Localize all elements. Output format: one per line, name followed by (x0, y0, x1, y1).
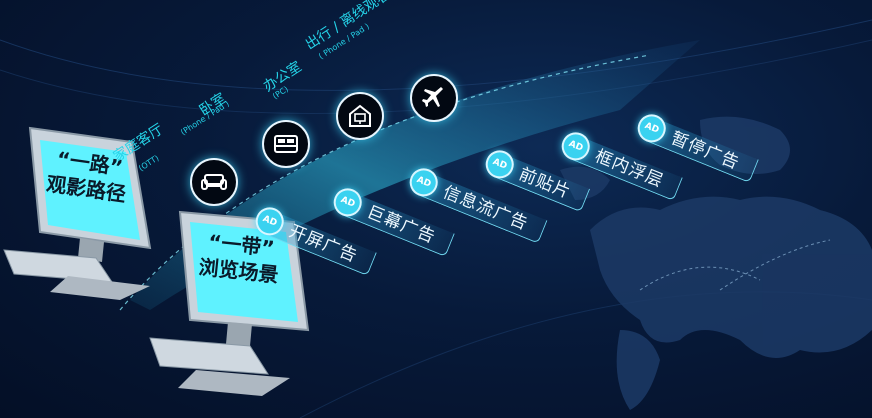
office-monitor-icon (336, 92, 384, 140)
computer-one (3, 126, 152, 300)
bed-icon (262, 120, 310, 168)
computer-two (149, 210, 310, 396)
monitor-two-text: “一带” 浏览场景 (198, 228, 283, 288)
airplane-icon (410, 74, 458, 122)
sofa-icon (190, 158, 238, 206)
world-map-graphic (560, 116, 872, 410)
